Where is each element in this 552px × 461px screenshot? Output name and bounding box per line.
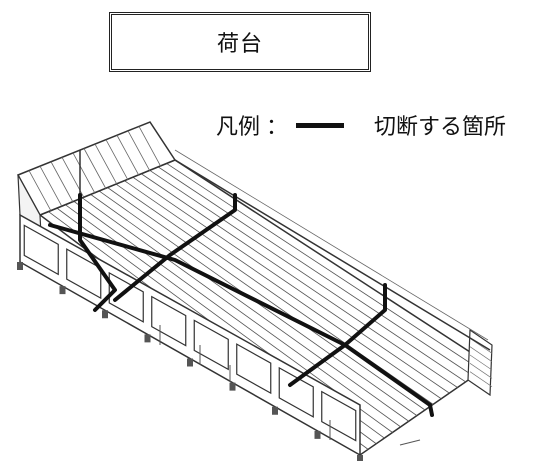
deck-plank <box>81 197 401 428</box>
side-gate-panel <box>278 366 314 418</box>
side-gate-panel <box>321 390 357 442</box>
rear-gate-slat <box>469 346 493 362</box>
deck-plank <box>107 187 426 411</box>
rear-gate-slat <box>469 354 493 371</box>
deck-plank <box>124 180 442 400</box>
side-gate-panel <box>23 224 59 276</box>
cut-line-rear-stub <box>428 403 434 417</box>
side-gate-hinge <box>229 382 236 391</box>
deck-plank <box>157 166 474 377</box>
side-gate-hinge <box>314 430 321 439</box>
title-box: 荷台 <box>109 12 371 72</box>
side-gate-hinge <box>357 455 363 461</box>
front-wall-slat <box>39 165 63 207</box>
front-wall-slat <box>72 152 96 194</box>
underside-details <box>159 325 421 446</box>
legend-colon: ： <box>266 115 289 140</box>
deck-plank <box>141 173 458 388</box>
side-gate-hinge <box>144 334 151 343</box>
front-wall-slat <box>28 170 52 211</box>
front-wall-slat <box>105 139 129 180</box>
front-wall-slat <box>83 148 107 189</box>
side-gate-panel <box>151 295 187 347</box>
cut-line-front-diagonal <box>113 193 237 302</box>
deck-plank <box>90 194 409 422</box>
deck-plank <box>132 176 450 394</box>
cut-line-rear-diagonal <box>288 283 387 387</box>
legend-label: 凡例 <box>216 115 261 140</box>
rear-gate <box>467 328 493 397</box>
front-wall-slat <box>127 130 151 172</box>
title-text: 荷台 <box>216 32 263 57</box>
side-gate-hinge <box>272 406 278 415</box>
deck-plank <box>149 169 466 383</box>
front-wall-slat <box>116 135 140 176</box>
side-gate-panel <box>236 343 272 395</box>
legend-cut-line-swatch <box>296 122 345 128</box>
side-gate-hinge <box>187 358 193 367</box>
cut-line-center <box>48 223 432 407</box>
cut-line-front-corner <box>78 193 117 312</box>
side-gate-hinge <box>59 286 66 295</box>
deck-plank <box>166 163 483 371</box>
side-gate-hinge <box>102 310 108 319</box>
legend: 凡例 ： 切断する箇所 <box>216 108 506 142</box>
legend-description: 切断する箇所 <box>374 115 507 140</box>
front-wall-slat <box>94 143 118 185</box>
front-wall <box>16 121 177 256</box>
cut-lines <box>48 193 434 417</box>
rear-gate-slat <box>469 363 493 379</box>
far-side-rail <box>174 149 491 351</box>
front-wall-slat <box>138 126 162 167</box>
rear-gate-slat <box>469 371 493 387</box>
front-wall-slat <box>50 161 74 202</box>
side-gate-panel <box>66 248 102 300</box>
side-gate-hinge <box>17 262 23 270</box>
side-gate-panel <box>193 319 229 371</box>
